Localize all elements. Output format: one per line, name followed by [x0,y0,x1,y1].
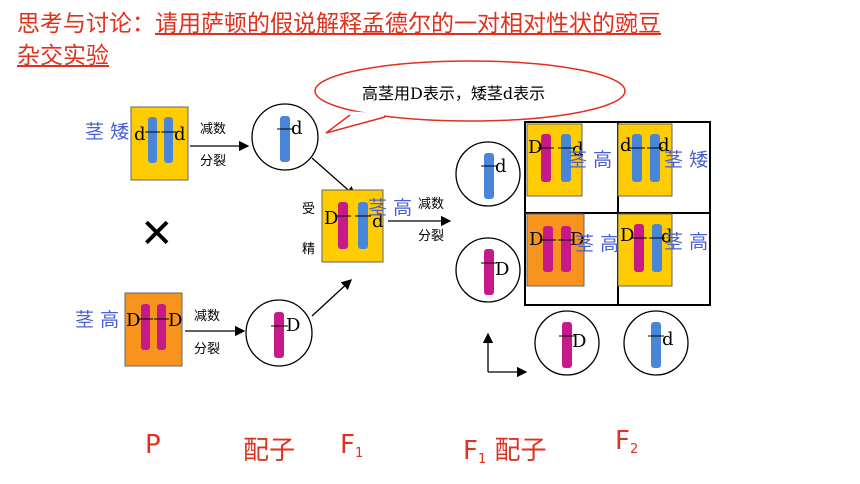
punnett-cell-box [526,213,585,287]
allele-label: d [620,135,632,156]
allele-label: d [658,135,670,156]
meiosis-label: 减数 [418,197,445,212]
allele-label: d [174,124,186,145]
fertilization-label: 受 [302,202,316,217]
punnett-cell-box [526,123,583,197]
trait-label: 茎 高 [575,233,620,255]
allele-label: D [168,310,183,331]
generation-label-f1-gametes: F1 配子 [463,436,547,467]
chromosome [141,304,150,350]
question-title: 思考与讨论：请用萨顿的假说解释孟德尔的一对相对性状的豌豆 杂交实验 [17,8,777,72]
generation-label-f1: F1 [340,430,364,461]
chromosome [148,117,157,163]
trait-label: 茎 矮 [664,149,709,171]
trait-label: 茎 高 [75,309,120,331]
gamete-allele: D [572,331,587,352]
callout-text: 高茎用D表示，矮茎d表示 [362,84,546,103]
chromosome [164,117,173,163]
callout-bubble [314,60,626,134]
generation-label-f2: F2 [615,426,639,457]
title-prefix: 思考与讨论： [17,11,155,37]
gamete-allele: D [286,315,301,336]
meiosis-label: 分裂 [200,154,227,169]
trait-label: 茎 矮 [85,121,130,143]
allele-label: d [372,211,384,232]
parent-short-box [130,106,189,181]
meiosis-label: 减数 [194,309,221,324]
parent-tall-box [124,292,183,367]
trait-label: 茎 高 [368,197,413,219]
punnett-cell-box [617,213,673,287]
allele-label: D [620,225,635,246]
gamete-allele: d [291,118,303,139]
gamete-allele: D [495,259,510,280]
gamete-allele: d [662,329,674,350]
meiosis-label: 减数 [200,122,227,137]
allele-label: D [126,310,141,331]
allele-label: D [529,229,544,250]
cross-symbol: ✕ [140,211,174,257]
punnett-cell-box [617,123,673,197]
allele-label: d [572,139,584,160]
fertilization-label: 精 [302,242,316,257]
generation-label-gametes: 配子 [243,436,296,466]
chromosome [157,304,166,350]
allele-label: d [134,124,146,145]
allele-label: D [528,137,543,158]
meiosis-label: 分裂 [418,229,445,244]
generation-label-p: P [145,430,161,460]
title-line2: 杂交实验 [17,43,109,69]
meiosis-label: 分裂 [194,342,221,357]
allele-label: D [324,208,339,229]
allele-label: d [661,226,673,247]
gamete-allele: d [495,156,507,177]
title-line1: 请用萨顿的假说解释孟德尔的一对相对性状的豌豆 [155,11,661,37]
allele-label: D [570,229,585,250]
trait-label: 茎 高 [664,231,709,253]
f1-box [321,189,384,263]
trait-label: 茎 高 [568,149,613,171]
